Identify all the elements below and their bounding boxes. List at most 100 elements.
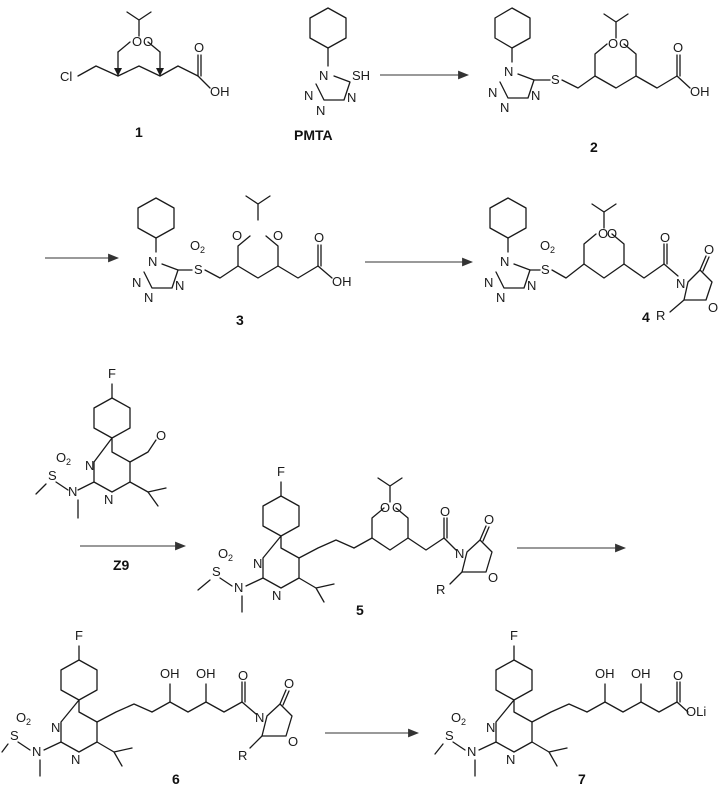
atom-n: N	[175, 278, 184, 293]
subscript-2: 2	[228, 553, 233, 563]
atom-s: S	[194, 262, 203, 277]
atom-o: O	[619, 36, 629, 51]
atom-n: N	[132, 275, 141, 290]
atom-n: N	[506, 752, 515, 767]
atom-o: O	[314, 230, 324, 245]
atom-o: O	[607, 226, 617, 241]
pmta-structure: N SH N N N	[304, 7, 370, 118]
subscript-2: 2	[461, 717, 466, 727]
atom-n: N	[234, 580, 243, 595]
atom-f: F	[75, 628, 83, 643]
atom-o: O	[440, 504, 450, 519]
atom-s: S	[48, 468, 57, 483]
atom-n: N	[531, 88, 540, 103]
atom-s: S	[551, 72, 560, 87]
subscript-2: 2	[550, 245, 555, 255]
atom-o: O	[273, 228, 283, 243]
atom-n: N	[486, 720, 495, 735]
atom-s: S	[541, 262, 550, 277]
atom-n: N	[253, 556, 262, 571]
atom-n: N	[500, 254, 509, 269]
atom-n: N	[319, 68, 328, 83]
atom-n: N	[500, 100, 509, 115]
atom-oh: OH	[160, 666, 180, 681]
atom-s: S	[10, 728, 19, 743]
atom-n: N	[504, 64, 513, 79]
atom-s: S	[212, 564, 221, 579]
atom-oh: OH	[690, 84, 710, 99]
atom-r: R	[656, 308, 665, 323]
compound-label-7: 7	[578, 771, 586, 787]
subscript-2: 2	[66, 457, 71, 467]
atom-o: O	[488, 570, 498, 585]
subscript-2: 2	[26, 717, 31, 727]
compound-4-structure: N N N N S O 2 O O O N O O R	[484, 197, 718, 323]
atom-n: N	[148, 254, 157, 269]
atom-oh: OH	[595, 666, 615, 681]
atom-o: O	[673, 40, 683, 55]
compound-7-structure: F OH OH O OLi N N N S O 2	[434, 628, 706, 777]
atom-f: F	[510, 628, 518, 643]
atom-n: N	[347, 90, 356, 105]
atom-o: O	[608, 36, 618, 51]
atom-n: N	[316, 103, 325, 118]
atom-cl: Cl	[60, 69, 72, 84]
atom-f: F	[108, 366, 116, 381]
atom-o: O	[704, 242, 714, 257]
atom-n: N	[144, 290, 153, 305]
atom-oli: OLi	[686, 704, 706, 719]
atom-n: N	[68, 484, 77, 499]
atom-o: O	[16, 710, 26, 725]
compound-2-structure: N N N N S O O O OH	[488, 7, 710, 115]
atom-oh: OH	[196, 666, 216, 681]
atom-o: O	[451, 710, 461, 725]
atom-oh: OH	[631, 666, 651, 681]
atom-n: N	[85, 458, 94, 473]
atom-o: O	[194, 40, 204, 55]
compound-label-6: 6	[172, 771, 180, 787]
atom-n: N	[51, 720, 60, 735]
atom-o: O	[392, 500, 402, 515]
atom-n: N	[104, 492, 113, 507]
atom-o: O	[660, 230, 670, 245]
atom-o: O	[598, 226, 608, 241]
atom-o: O	[540, 238, 550, 253]
atom-f: F	[277, 464, 285, 479]
atom-o: O	[673, 668, 683, 683]
atom-r: R	[238, 748, 247, 763]
atom-o: O	[190, 238, 200, 253]
atom-n: N	[496, 290, 505, 305]
atom-n: N	[527, 278, 536, 293]
atom-o: O	[56, 450, 66, 465]
compound-label-3: 3	[236, 312, 244, 328]
atom-n: N	[272, 588, 281, 603]
atom-o: O	[132, 34, 142, 49]
atom-o: O	[288, 734, 298, 749]
atom-n: N	[467, 744, 476, 759]
atom-o: O	[238, 668, 248, 683]
compound-1-structure: Cl O O O OH	[60, 11, 230, 99]
atom-o: O	[156, 428, 166, 443]
atom-n: N	[255, 710, 264, 725]
compound-label-2: 2	[590, 139, 598, 155]
atom-n: N	[488, 85, 497, 100]
atom-o: O	[143, 34, 153, 49]
atom-s: S	[445, 728, 454, 743]
compound-label-pmta: PMTA	[294, 127, 333, 143]
atom-n: N	[304, 88, 313, 103]
compound-label-z9: Z9	[113, 557, 130, 573]
compound-label-5: 5	[356, 602, 364, 618]
atom-sh: SH	[352, 68, 370, 83]
atom-n: N	[455, 546, 464, 561]
atom-n: N	[32, 744, 41, 759]
compound-6-structure: F OH OH O N O O R N N N S O 2	[1, 628, 298, 777]
atom-o: O	[232, 228, 242, 243]
atom-o: O	[708, 300, 718, 315]
compound-label-1: 1	[135, 124, 143, 140]
atom-oh: OH	[332, 274, 352, 289]
compound-label-4: 4	[642, 309, 650, 325]
atom-oh: OH	[210, 84, 230, 99]
atom-n: N	[484, 275, 493, 290]
